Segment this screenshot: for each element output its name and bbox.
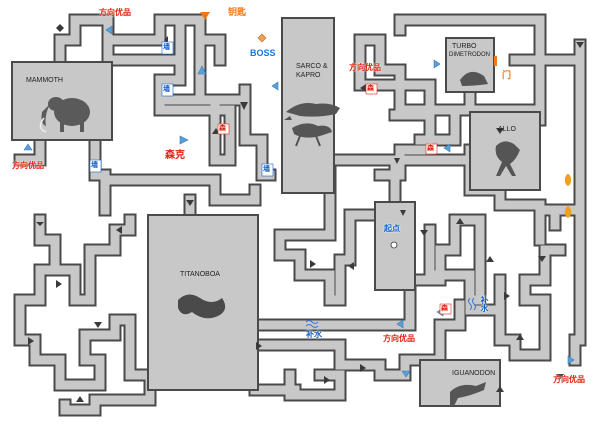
arrow-icon xyxy=(56,24,64,32)
zone-label-dimetrodon: DIMETRODON xyxy=(449,52,490,58)
zone-label-turbo: TURBO xyxy=(452,43,477,50)
arrow-icon xyxy=(576,42,584,48)
arrow-icon xyxy=(556,374,564,380)
arrow-icon xyxy=(105,25,113,35)
zone-label-sarco: SARCO & xyxy=(296,63,328,70)
label-red-small-4: 森 xyxy=(441,304,448,312)
label-fangxiang-top: 方向优品 xyxy=(99,8,131,17)
room-start xyxy=(374,201,416,291)
arrow-icon xyxy=(360,84,366,92)
allosaurus-icon xyxy=(495,141,520,176)
arrow-icon xyxy=(400,210,406,216)
start-point-marker xyxy=(390,241,398,249)
arrow-icon xyxy=(420,230,428,236)
arrow-icon xyxy=(324,376,330,384)
label-bridge-1: 墙 xyxy=(163,43,170,51)
zone-label-mammoth: MAMMOTH xyxy=(26,77,63,84)
label-fangxiang-right: 方向优品 xyxy=(553,375,585,384)
arrow-icon xyxy=(240,102,248,110)
label-fangxiang-left: 方向优品 xyxy=(12,161,44,170)
door-marker xyxy=(494,56,497,66)
zone-label-titanoboa: TITANOBOA xyxy=(180,271,220,278)
label-supply-right: 补水 xyxy=(480,296,489,312)
iguanodon-icon xyxy=(450,382,486,406)
arrow-icon xyxy=(310,260,316,268)
sarcosuchus-icon xyxy=(284,103,340,120)
arrow-icon xyxy=(116,226,122,234)
arrow-icon xyxy=(538,256,546,262)
label-bridge-3: 墙 xyxy=(91,161,98,169)
flame-icon xyxy=(564,174,572,218)
blue-tag-icon xyxy=(89,41,274,177)
zone-label-iguanodon: IGUANODON xyxy=(452,370,496,377)
arrow-icon xyxy=(496,386,504,392)
arrow-markers-blue xyxy=(23,25,575,378)
arrow-icon xyxy=(433,59,441,69)
red-tag-icon xyxy=(217,83,452,315)
label-start: 起点 xyxy=(384,224,400,233)
arrow-icon xyxy=(496,128,504,134)
arrow-icon xyxy=(504,292,510,300)
arrow-icon xyxy=(401,370,411,378)
label-fangxiang-mid: 方向优品 xyxy=(383,334,415,343)
arrow-icon xyxy=(348,262,354,270)
arrow-icon xyxy=(56,280,62,288)
label-red-small-1: 森 xyxy=(367,84,374,92)
dimetrodon-icon xyxy=(460,71,488,86)
label-supply-mid: 补水 xyxy=(306,330,322,339)
zone-label-allo: ALLO xyxy=(498,126,516,133)
label-boss: BOSS xyxy=(250,48,276,58)
arrow-icon xyxy=(28,337,34,345)
arrow-icon xyxy=(396,319,404,329)
arrow-icon xyxy=(36,222,44,226)
arrow-icon xyxy=(23,143,33,151)
room-iguanodon xyxy=(419,359,501,407)
arrow-markers-dark xyxy=(28,24,584,402)
arrow-icon xyxy=(186,200,194,206)
zone-label-kapro: KAPRO xyxy=(296,72,321,79)
label-key: 钥匙 xyxy=(228,8,247,18)
mammoth-icon xyxy=(39,97,90,133)
arrow-icon xyxy=(271,81,279,91)
arrow-icon xyxy=(256,342,262,350)
arrow-icon xyxy=(567,355,575,365)
boss-icon xyxy=(257,33,267,43)
arrow-icon xyxy=(76,396,84,402)
key-icon xyxy=(200,12,210,20)
label-door: 门 xyxy=(500,70,510,79)
label-red-small-2: 森 xyxy=(219,124,226,132)
arrow-icon xyxy=(179,135,189,145)
label-bridge-2: 墙 xyxy=(163,85,170,93)
water-icon xyxy=(305,297,476,328)
kaprosuchus-icon xyxy=(292,123,332,147)
label-red-small-3: 森 xyxy=(427,144,434,152)
arrow-icon xyxy=(360,364,366,372)
arrow-icon xyxy=(197,65,207,75)
arrow-icon xyxy=(94,322,102,328)
arrow-icon xyxy=(394,158,400,164)
label-bridge-4: 墙 xyxy=(263,165,270,173)
titanoboa-icon xyxy=(178,294,226,319)
label-fangxiang-sarco: 方向优品 xyxy=(349,63,381,72)
arrow-icon xyxy=(443,143,451,153)
arrow-icon xyxy=(516,334,524,340)
arrow-icon xyxy=(486,256,494,262)
arrow-icon xyxy=(456,218,464,224)
label-thicket: 森克 xyxy=(165,150,185,161)
